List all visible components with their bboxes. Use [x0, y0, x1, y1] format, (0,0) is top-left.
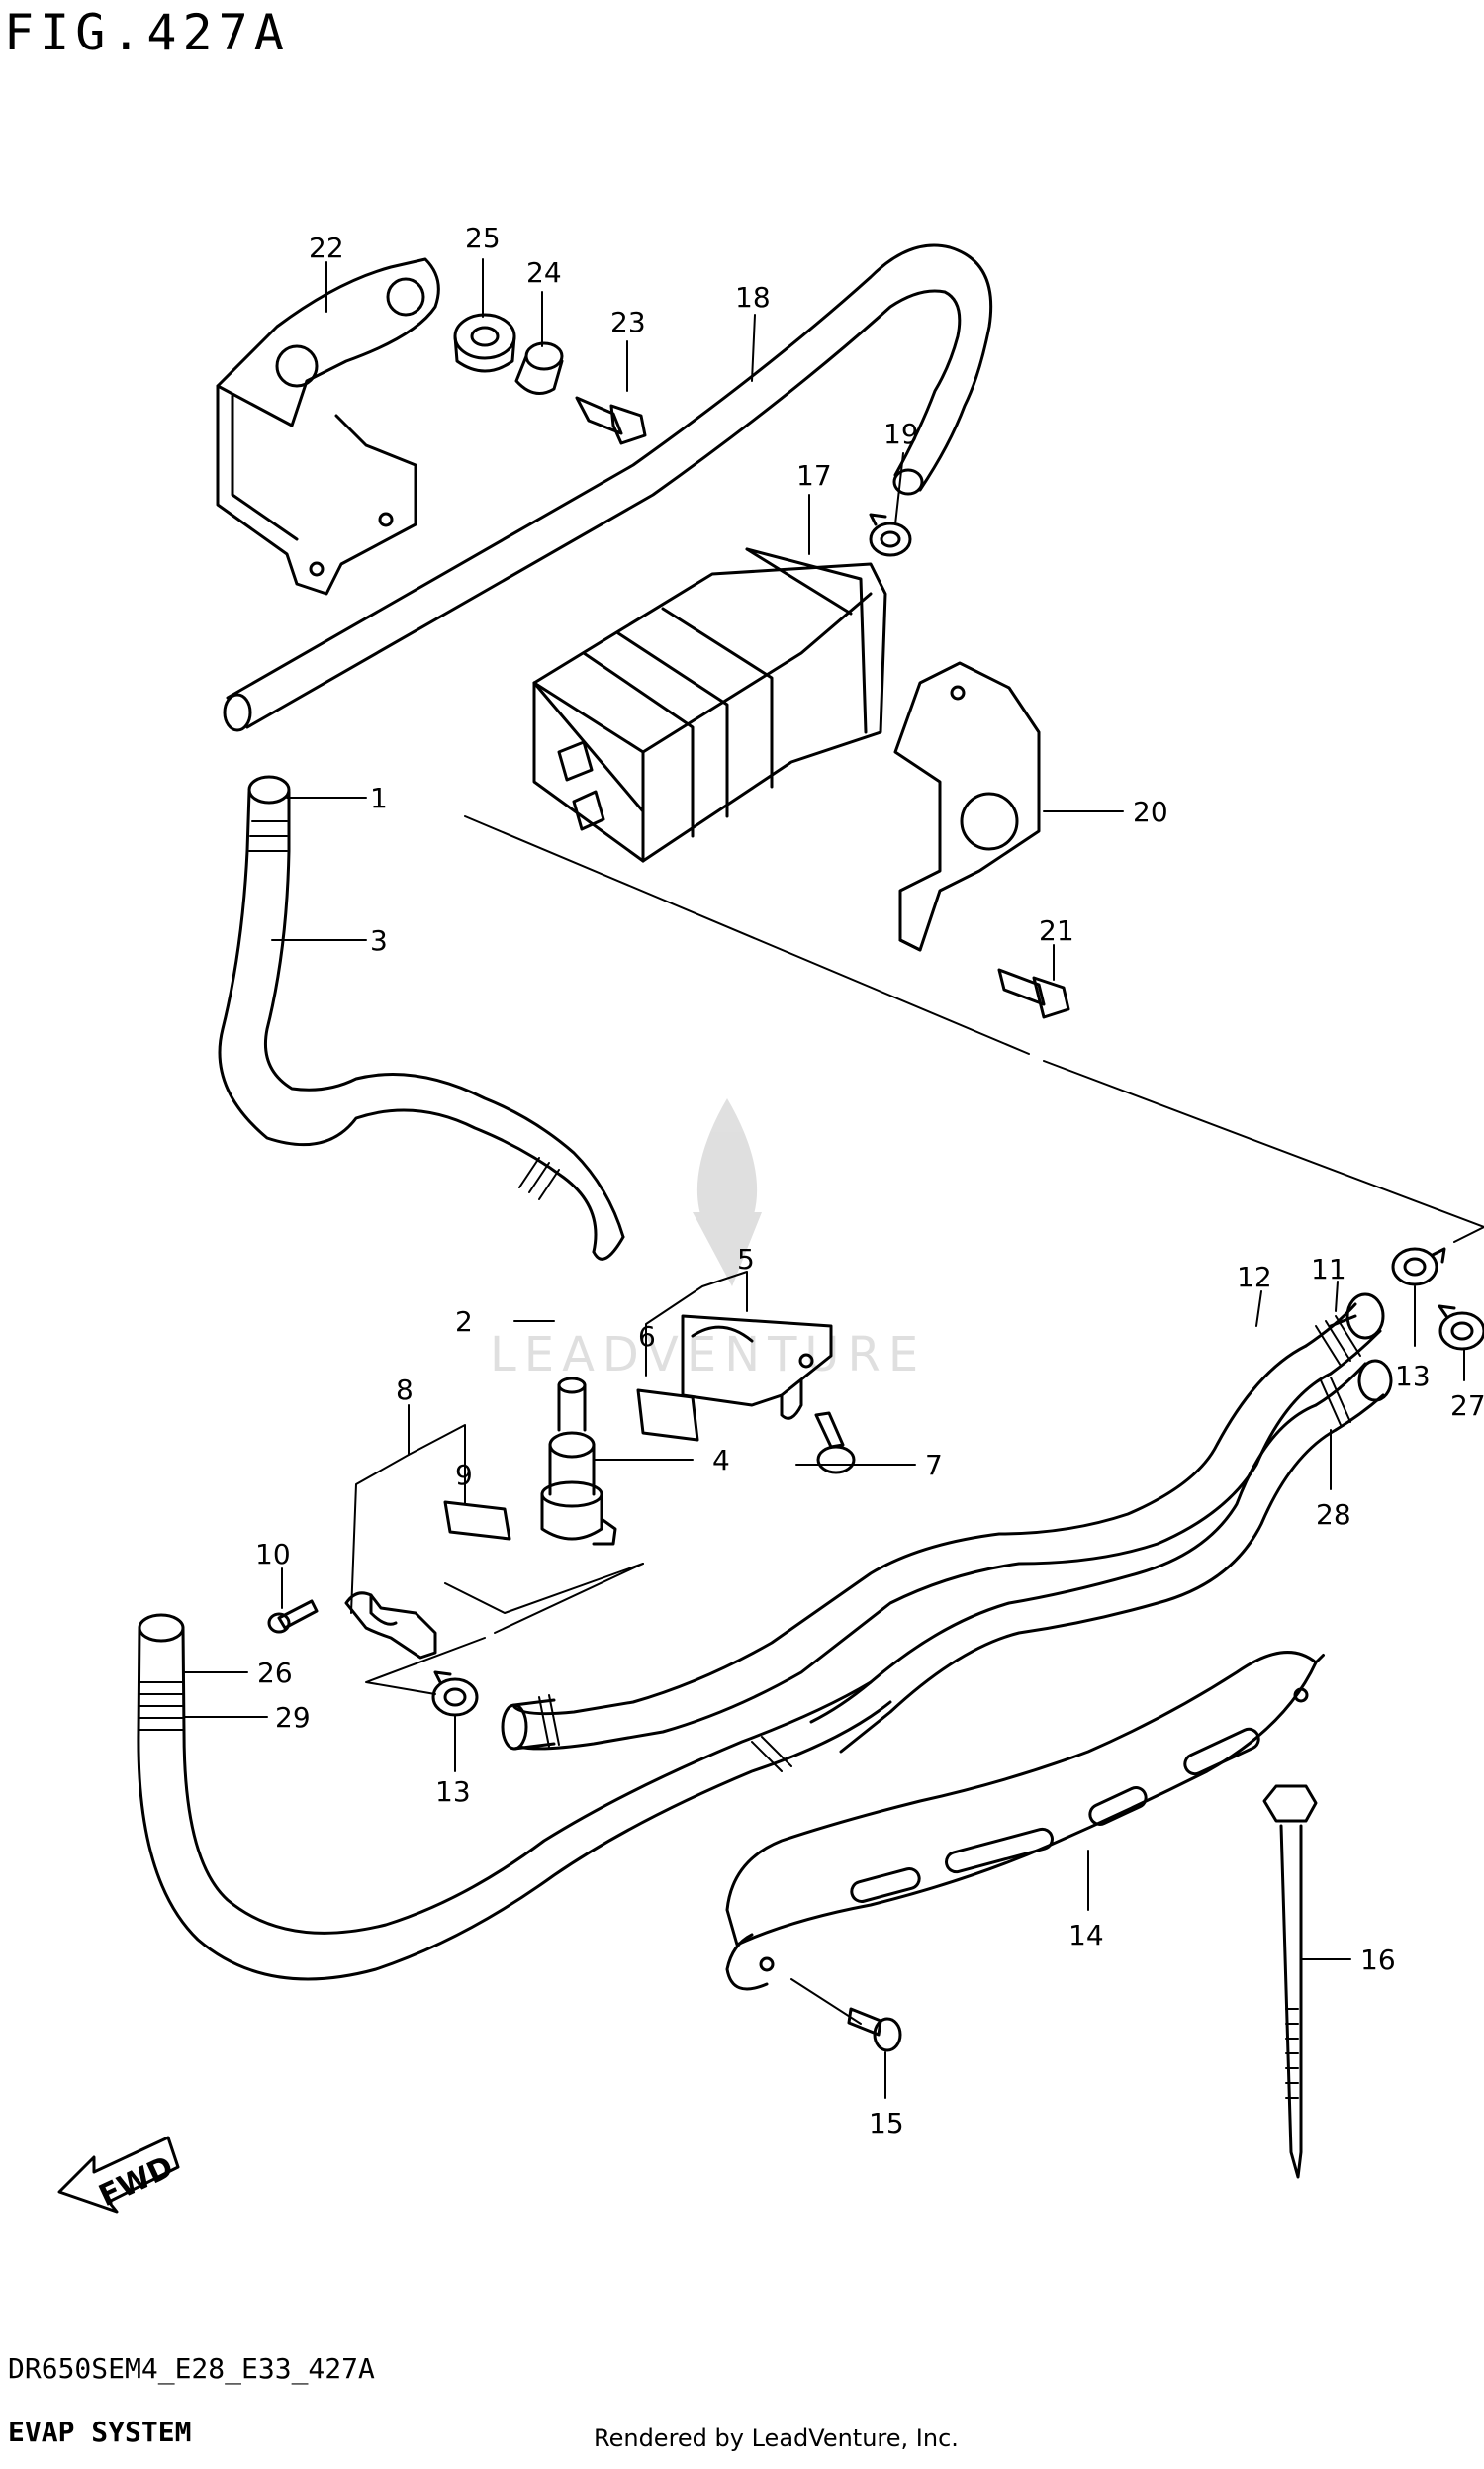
part-13-clamp-lower[interactable]	[431, 1670, 479, 1717]
callout-9: 9	[455, 1459, 473, 1491]
part-23-bolt[interactable]	[575, 396, 647, 445]
part-9-pad[interactable]	[443, 1500, 511, 1541]
callout-6: 6	[638, 1320, 656, 1353]
part-25-grommet[interactable]	[453, 313, 516, 373]
callout-16: 16	[1360, 1944, 1396, 1976]
callout-1: 1	[370, 782, 388, 814]
callout-29: 29	[275, 1701, 311, 1734]
callout-28: 28	[1316, 1498, 1351, 1531]
callout-27: 27	[1450, 1389, 1484, 1422]
callout-2: 2	[455, 1305, 473, 1338]
callout-labels: 1 2 3 4 5 6 7 8 9 10 11 12 13 13 14 15 1…	[255, 222, 1484, 2139]
leader-lines	[182, 258, 1465, 2099]
callout-13-lower: 13	[435, 1775, 471, 1808]
part-3-hose[interactable]	[218, 775, 625, 1261]
part-4-valve[interactable]	[540, 1377, 617, 1546]
callout-24: 24	[526, 256, 562, 289]
part-19-clamp[interactable]	[869, 513, 912, 557]
part-21-bolt[interactable]	[997, 968, 1070, 1019]
part-29-hose[interactable]	[137, 1613, 892, 1981]
part-14-bracket[interactable]	[725, 1651, 1325, 1991]
reference-line-lower	[365, 1563, 644, 1695]
part-10-bolt[interactable]	[267, 1599, 319, 1634]
part-11-connector	[1329, 1314, 1357, 1328]
part-18-hose[interactable]	[223, 243, 993, 732]
reference-line	[464, 815, 1484, 1243]
callout-21: 21	[1039, 914, 1074, 947]
callout-19: 19	[883, 418, 919, 450]
callout-5: 5	[737, 1243, 755, 1276]
part-6-pad[interactable]	[636, 1388, 699, 1442]
model-code: DR650SEM4_E28_E33_427A	[8, 2352, 375, 2385]
part-13-clamp-upper[interactable]	[1391, 1247, 1446, 1286]
callout-4: 4	[712, 1444, 730, 1476]
fwd-arrow-icon: FWD	[57, 2136, 180, 2214]
callout-25: 25	[465, 222, 501, 254]
part-17-canister[interactable]	[532, 547, 887, 863]
callout-22: 22	[309, 232, 344, 264]
part-20-bracket[interactable]	[893, 661, 1041, 952]
part-7-bolt[interactable]	[814, 1411, 856, 1474]
connector-hose-end	[501, 1694, 560, 1751]
part-27-clamp[interactable]	[1438, 1304, 1484, 1351]
part-24-collar[interactable]	[514, 341, 564, 395]
callout-17: 17	[796, 459, 832, 492]
render-credit: Rendered by LeadVenture, Inc.	[594, 2424, 959, 2452]
callout-14: 14	[1068, 1919, 1104, 1951]
callout-10: 10	[255, 1538, 291, 1570]
part-22-bracket[interactable]	[216, 257, 440, 596]
callout-8: 8	[396, 1374, 414, 1406]
callout-7: 7	[925, 1449, 943, 1481]
callout-3: 3	[370, 924, 388, 957]
section-name: EVAP SYSTEM	[8, 2416, 192, 2448]
figure-title: FIG.427A	[4, 4, 290, 61]
callout-15: 15	[869, 2107, 904, 2139]
leadventure-watermark: LEADVENTURE	[490, 1098, 926, 1382]
callout-26: 26	[257, 1657, 293, 1689]
watermark-text: LEADVENTURE	[490, 1327, 926, 1382]
callout-11: 11	[1311, 1253, 1346, 1285]
callout-20: 20	[1133, 796, 1168, 828]
callout-23: 23	[610, 306, 646, 338]
callout-12: 12	[1237, 1261, 1272, 1293]
part-8-clamp[interactable]	[344, 1591, 437, 1660]
part-16-cable-tie[interactable]	[1262, 1784, 1318, 2179]
part-15-bolt[interactable]	[790, 1978, 902, 2052]
callout-18: 18	[735, 281, 771, 314]
callout-13-upper: 13	[1395, 1360, 1431, 1392]
reference-line-8	[444, 1563, 644, 1614]
